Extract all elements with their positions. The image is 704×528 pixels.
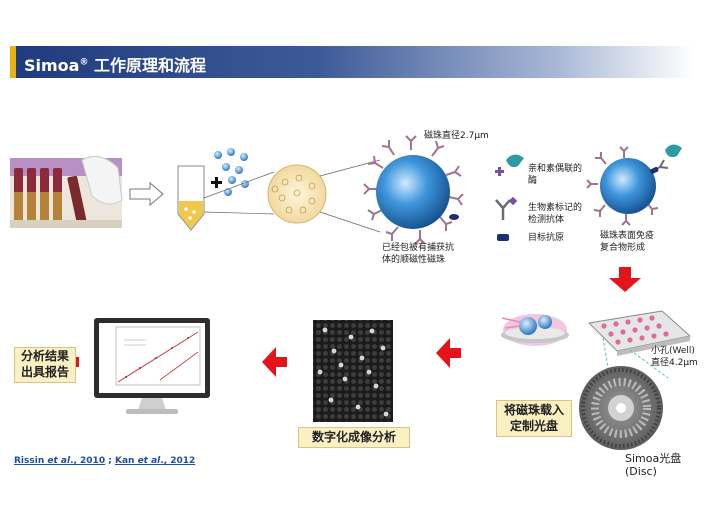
captured-bead-label-1: 已经包被有捕获抗 — [382, 243, 455, 253]
bead-diameter-label: 磁珠直径2.7μm — [424, 131, 489, 141]
citation: Rissin et al., 2010 ; Kan et al., 2012 — [14, 456, 196, 466]
citation-kan-link[interactable]: Kan et al., 2012 — [114, 456, 196, 466]
complex-label-2: 复合物形成 — [600, 243, 646, 253]
disc-label-1: Simoa光盘 — [625, 452, 682, 465]
citation-rissin-link[interactable]: Rissin et al., 2010 — [14, 456, 106, 466]
simoa-disc — [579, 366, 663, 450]
red-arrow-down — [609, 267, 641, 292]
digital-image-panel — [313, 320, 393, 422]
biotin-icon — [508, 196, 518, 206]
load-disc-box: 将磁珠载入 定制光盘 — [496, 400, 572, 437]
hollow-arrow — [129, 181, 164, 207]
legend-antibody-label-2: 检测抗体 — [528, 215, 565, 225]
legend-enzyme-label-1: 亲和素偶联的 — [528, 164, 583, 174]
page-title: Simoa® 工作原理和流程 — [24, 56, 207, 75]
title-accent-stripe — [10, 46, 16, 78]
detection-antibody-icon — [495, 199, 511, 220]
title-bar — [10, 46, 694, 78]
well-label-2: 直径4.2μm — [651, 358, 698, 368]
red-arrow-left-2 — [262, 347, 287, 377]
captured-bead-label-2: 体的顺磁性磁珠 — [382, 255, 446, 265]
well-plate — [587, 310, 692, 356]
red-arrow-left-1 — [436, 338, 461, 368]
magnetic-beads-cluster — [214, 148, 249, 196]
digital-analysis-box: 数字化成像分析 — [298, 427, 410, 448]
antibody-coated-bead — [363, 135, 464, 245]
complex-label-1: 磁珠表面免疫 — [600, 231, 655, 241]
bead-loading-illustration — [501, 314, 569, 346]
legend-antibody-label-1: 生物素标记的 — [528, 203, 583, 213]
well-label-1: 小孔(Well) — [651, 346, 695, 356]
legend-antigen-label: 目标抗原 — [528, 233, 565, 243]
reaction-tube — [177, 165, 205, 231]
monitor-with-results — [94, 318, 210, 414]
result-report-box: 分析结果 出具报告 — [14, 347, 76, 383]
magnified-view — [267, 164, 327, 224]
target-antigen-icon — [497, 234, 509, 241]
sample-tubes-photo — [10, 155, 123, 228]
immune-complex-bead — [586, 144, 682, 226]
plus-icon — [211, 177, 222, 188]
disc-label-2: (Disc) — [625, 465, 657, 478]
enzyme-icon — [495, 154, 524, 176]
legend-enzyme-label-2: 酶 — [528, 176, 538, 186]
